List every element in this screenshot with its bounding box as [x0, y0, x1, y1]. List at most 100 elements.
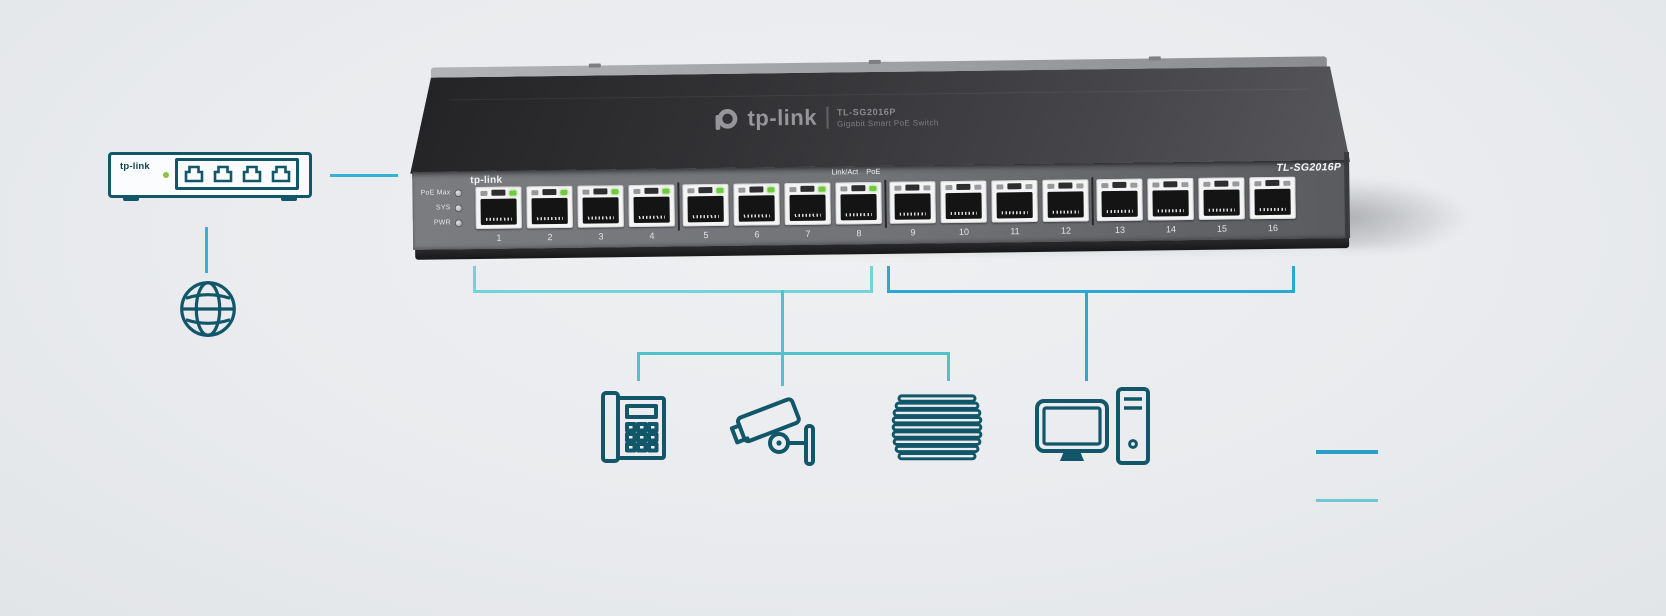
port-jack — [582, 197, 619, 224]
port-pins — [899, 212, 926, 216]
stem-to-computer — [1085, 290, 1088, 381]
port-latch-slot — [542, 189, 557, 196]
bracket-poe-ports-horizontal — [473, 290, 873, 293]
port-latch-slot — [1007, 183, 1022, 190]
seam-notch — [588, 63, 601, 68]
port-latch-slot — [593, 188, 608, 195]
cctv-camera-icon — [729, 397, 815, 466]
tick-to-phone — [637, 352, 640, 381]
switch-side-shadow — [1340, 178, 1470, 250]
seam-notch — [868, 59, 881, 65]
router-foot — [123, 195, 139, 201]
port-slot — [1254, 181, 1262, 187]
cable-router-to-internet — [205, 227, 208, 273]
branding-divider — [825, 106, 829, 129]
port-1: 1 — [475, 186, 522, 243]
port-led — [716, 187, 724, 193]
port-number: 9 — [910, 227, 916, 238]
bracket-poe-ports-left-tick — [473, 266, 476, 292]
port-number: 16 — [1267, 222, 1278, 234]
rj45-port — [1198, 177, 1245, 220]
port-number: 5 — [703, 230, 709, 241]
rj45-port — [940, 180, 987, 224]
led-label: PoE Max — [420, 189, 451, 197]
port-5: 5 — [682, 183, 729, 241]
port-pins — [485, 217, 512, 221]
bracket-uplink-ports-right-tick — [1292, 266, 1295, 292]
stem-to-camera — [781, 290, 784, 386]
port-pins — [1259, 207, 1286, 212]
port-pins — [794, 213, 821, 218]
top-model-block: TL-SG2016P Gigabit Smart PoE Switch — [837, 106, 939, 128]
port-jack — [687, 195, 724, 223]
rj45-port — [577, 185, 624, 228]
port-latch-slot — [851, 185, 866, 192]
port-jack — [1152, 190, 1189, 217]
led-label: SYS — [435, 204, 451, 212]
port-led — [509, 190, 517, 196]
port-latch-slot — [905, 184, 920, 191]
port-led — [1025, 184, 1033, 190]
led-row-sys: SYS — [411, 203, 463, 213]
poe-switch: tp-link TL-SG2016P Gigabit Smart PoE Swi… — [399, 52, 1351, 260]
port-slot — [480, 190, 488, 196]
globe-icon — [180, 281, 236, 337]
rj45-port — [1147, 178, 1194, 221]
port-slot — [531, 190, 539, 196]
port-13: 13 — [1096, 178, 1143, 236]
top-branding: tp-link TL-SG2016P Gigabit Smart PoE Swi… — [712, 101, 939, 134]
port-slot — [1152, 182, 1160, 188]
tp-link-logo-icon — [715, 109, 738, 130]
top-face-seam — [449, 89, 1309, 101]
port-pins — [950, 211, 977, 216]
top-brand-wordmark: tp-link — [747, 104, 818, 131]
port-jack — [480, 198, 517, 225]
port-led — [1076, 183, 1084, 189]
port-latch-slot — [1112, 181, 1127, 189]
port-3: 3 — [577, 185, 624, 242]
rj45-port — [784, 182, 831, 226]
rj45-port — [1042, 179, 1089, 222]
port-pins — [1106, 209, 1133, 214]
poe-devices-bus — [637, 352, 950, 355]
port-led — [818, 186, 826, 192]
port-latch-slot — [491, 189, 506, 196]
port-slot — [840, 186, 848, 192]
port-led — [1232, 181, 1240, 187]
port-jack — [996, 192, 1033, 219]
rj45-jack-icon — [184, 165, 203, 183]
rj45-port — [628, 184, 675, 228]
port-latch-slot — [749, 186, 764, 193]
port-led — [560, 189, 568, 195]
router-foot — [281, 195, 297, 201]
port-number: 4 — [649, 230, 655, 241]
port-jack — [1047, 191, 1084, 218]
led-label: PWR — [433, 219, 451, 227]
top-subtitle-label: Gigabit Smart PoE Switch — [837, 117, 939, 128]
bracket-uplink-ports-horizontal — [887, 290, 1295, 293]
port-2: 2 — [526, 185, 573, 243]
port-pins — [536, 216, 563, 221]
port-15: 15 — [1198, 177, 1245, 234]
port-jack — [1101, 190, 1138, 218]
accent-line-bottom — [1316, 499, 1378, 502]
disc-stack-icon — [891, 394, 983, 461]
port-9: 9 — [889, 181, 936, 238]
port-led — [767, 187, 775, 193]
rj45-port — [1096, 178, 1143, 222]
sys-led — [454, 203, 463, 212]
port-latch-slot — [1058, 182, 1073, 189]
switch-right-edge — [1343, 152, 1351, 239]
port-6: 6 — [733, 183, 780, 240]
rj45-port — [475, 186, 522, 230]
panel-brand-label: tp-link — [470, 174, 503, 187]
port-led — [1283, 180, 1291, 186]
port-pins — [692, 214, 719, 219]
status-led-block: PoE Max SYS PWR — [410, 188, 463, 234]
tick-to-ap-stack — [947, 352, 950, 381]
port-jack — [738, 195, 775, 222]
port-number: 7 — [805, 228, 811, 239]
rj45-port — [526, 185, 573, 229]
rj45-port — [1249, 176, 1296, 220]
